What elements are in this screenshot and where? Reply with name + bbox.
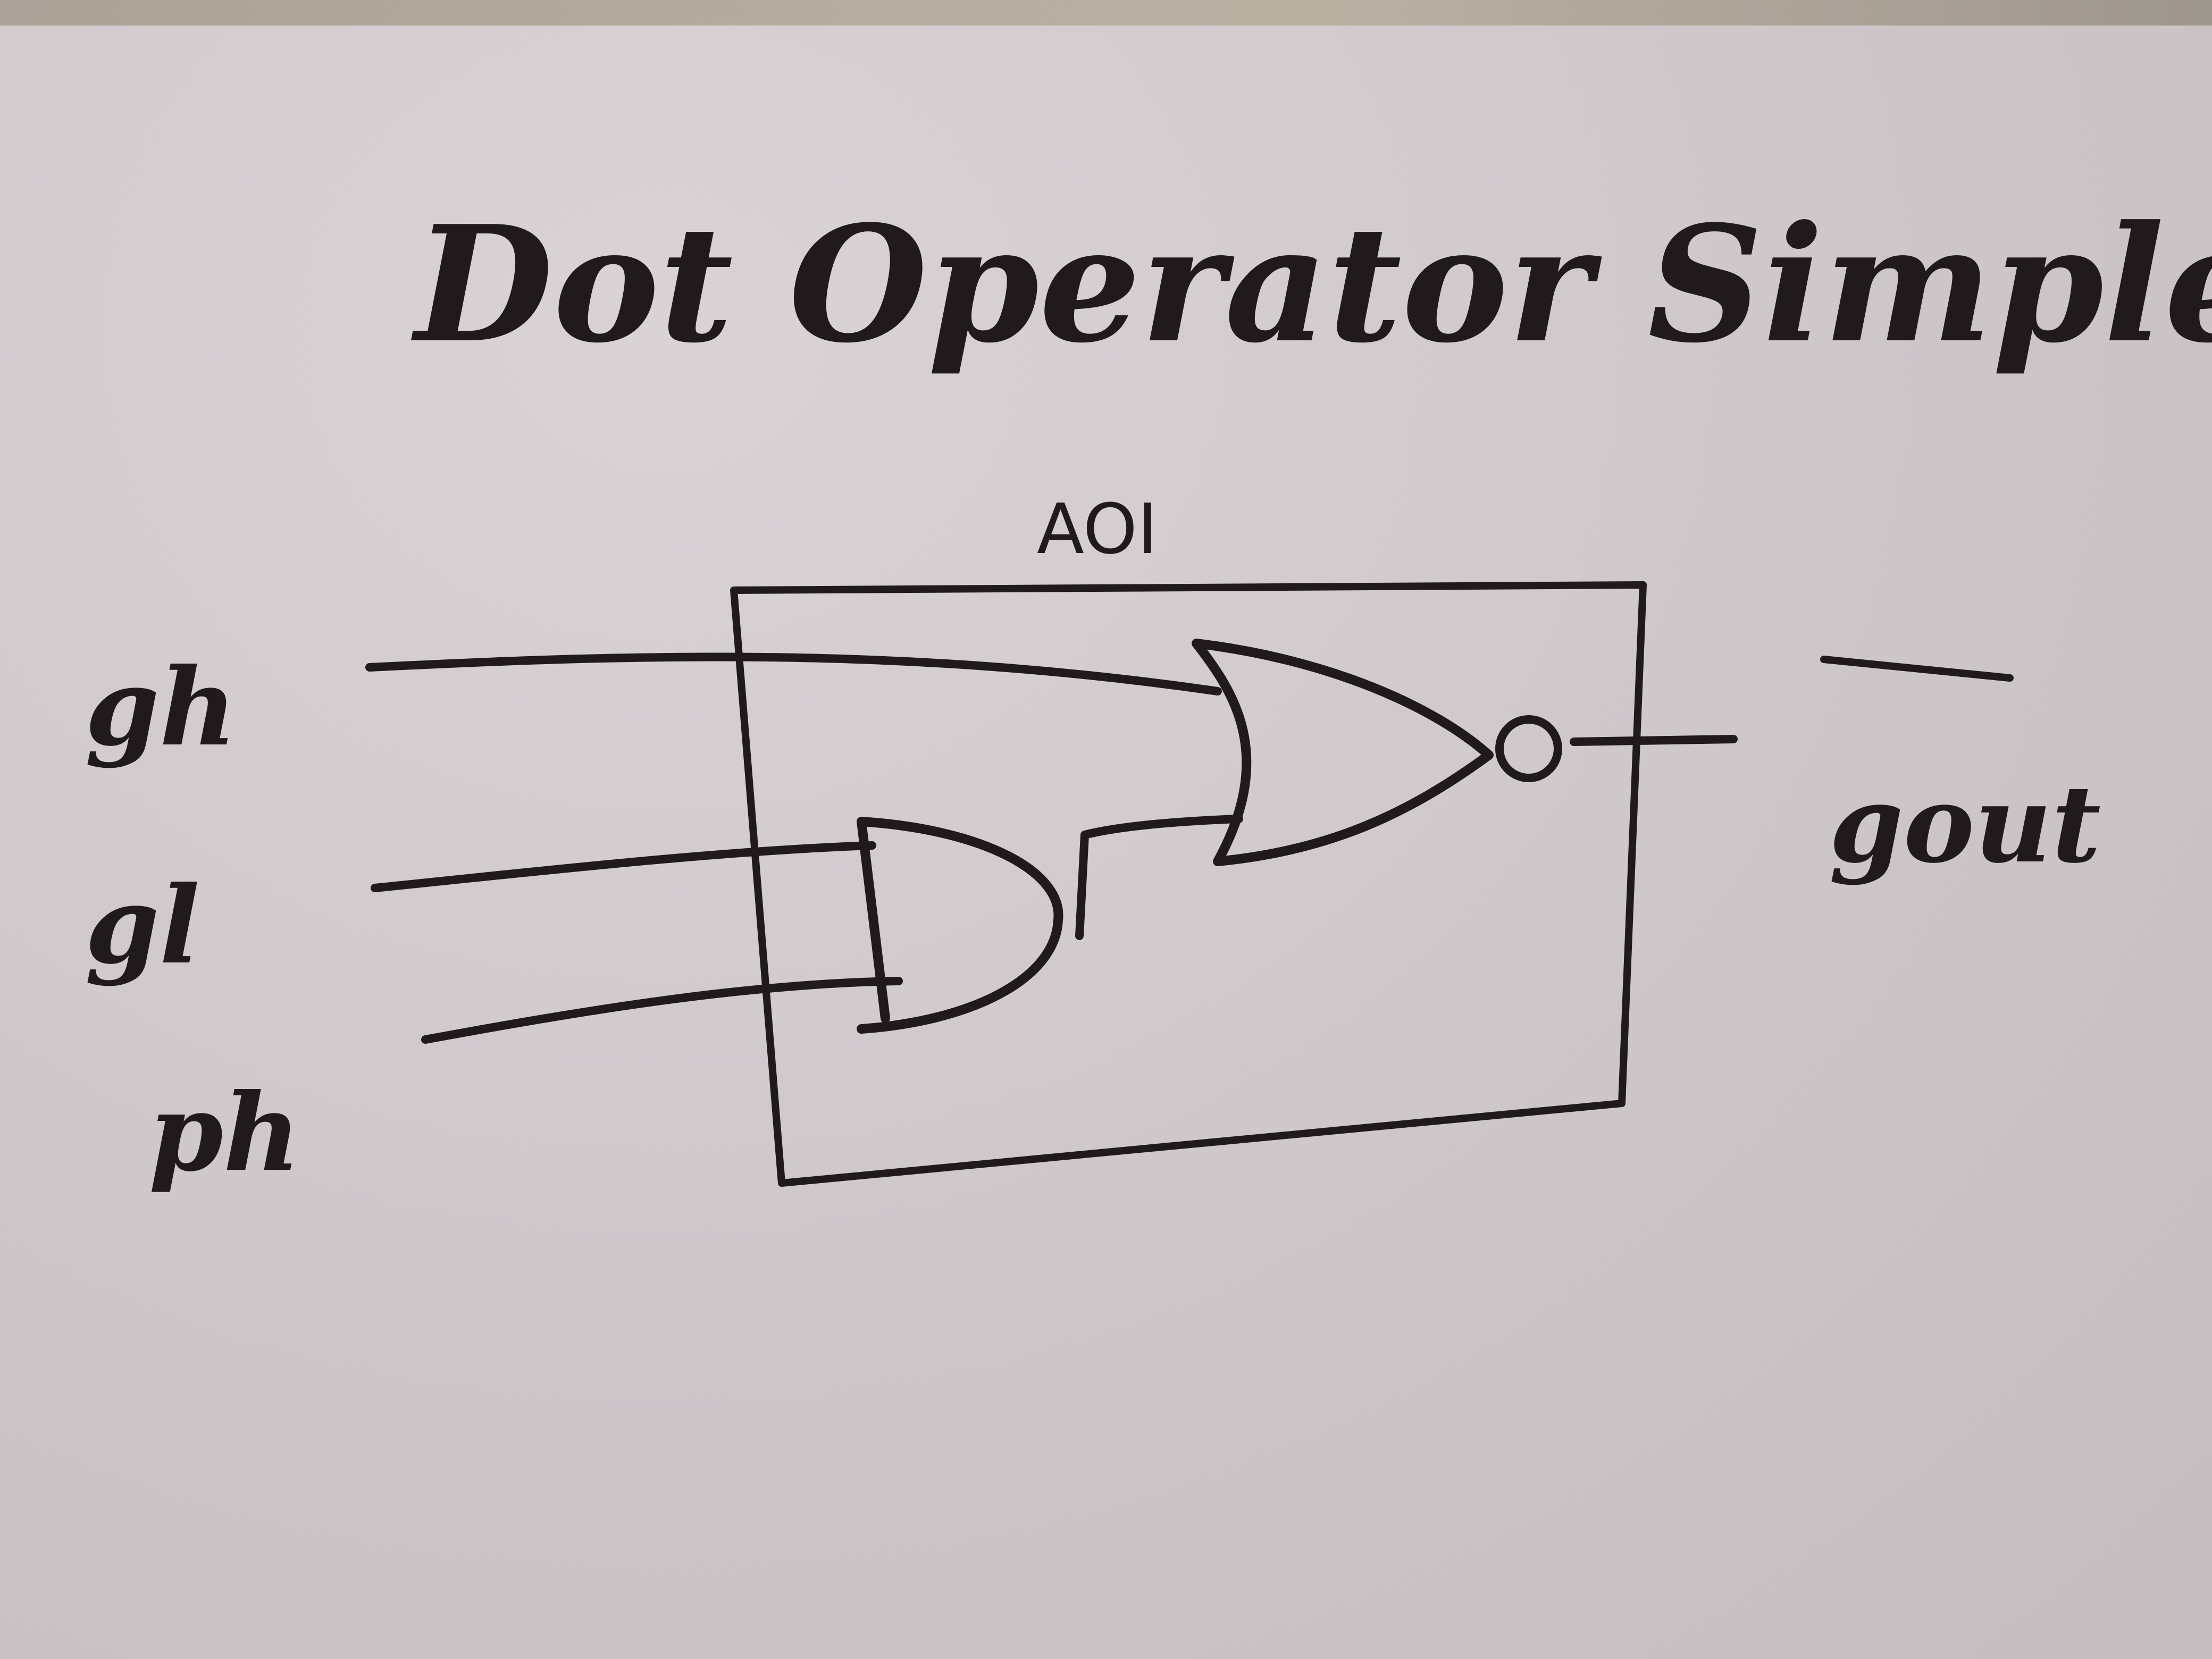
inversion-bubble <box>1495 715 1562 782</box>
input-label-ph: ph <box>149 1070 300 1195</box>
wire-output <box>1570 735 1738 746</box>
wire-and-to-nor <box>1075 815 1243 940</box>
block-label: AOI <box>1037 489 1158 569</box>
nor-gate <box>1192 639 1494 866</box>
output-overbar <box>1820 656 2014 682</box>
output-label: gout <box>1829 762 2101 887</box>
diagram-title: Dot Operator Simple <box>410 190 2212 378</box>
input-label-gh: gh <box>85 645 237 770</box>
input-label-gl: gl <box>85 863 200 988</box>
wire-ph <box>421 977 903 1044</box>
wire-gl <box>371 841 876 892</box>
table-edge <box>0 0 2212 26</box>
wire-gh <box>365 652 1222 696</box>
and-gate <box>857 817 1063 1034</box>
